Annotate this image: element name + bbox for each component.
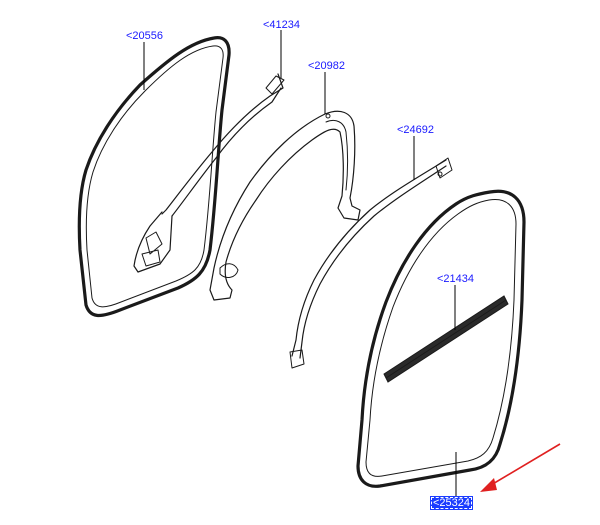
callout-24692[interactable]: <24692 (397, 124, 435, 136)
part-20556-weatherstrip (77, 36, 231, 317)
callout-20556[interactable]: <20556 (126, 30, 164, 42)
part-20982-pillar-trim (209, 110, 361, 301)
callout-21434[interactable]: <21434 (437, 273, 475, 285)
part-41234-channel (133, 73, 285, 273)
callout-20982[interactable]: <20982 (308, 60, 346, 72)
callout-25324-selected[interactable]: <25324 (430, 496, 474, 510)
indicator-arrow (480, 443, 561, 492)
part-21434-belt-weatherstrip (383, 295, 509, 383)
part-24692-rail-strip (289, 157, 453, 369)
part-25324-door-seal (356, 189, 526, 488)
callout-41234[interactable]: <41234 (263, 19, 301, 31)
